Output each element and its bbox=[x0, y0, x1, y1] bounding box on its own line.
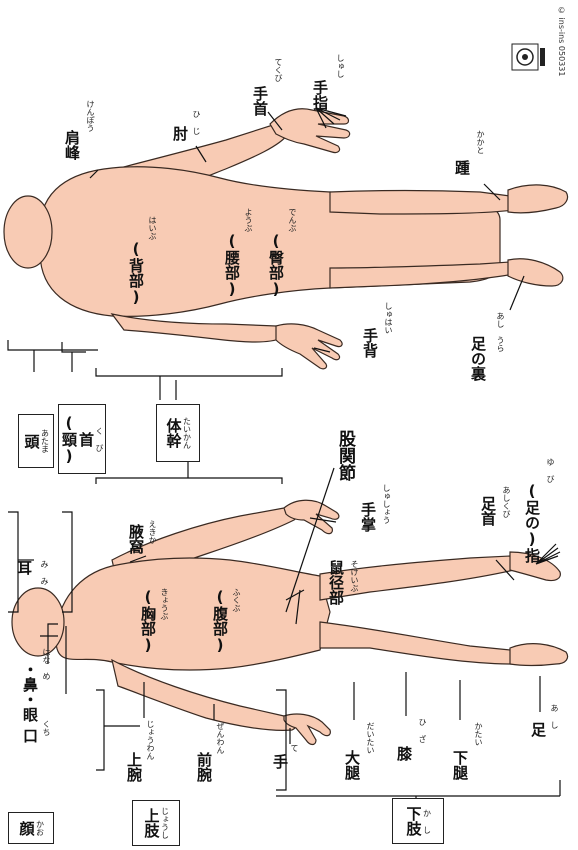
label-kubi-sub: (頸) bbox=[61, 414, 76, 465]
label-taikan: 体幹 bbox=[166, 418, 181, 448]
ins-ins-logo bbox=[512, 44, 545, 70]
category-box-taikan: たいかん 体幹 bbox=[156, 404, 200, 462]
category-box-joshi: じょうし 上肢 bbox=[132, 800, 180, 846]
front-body bbox=[12, 500, 568, 744]
back-hand-upper bbox=[270, 109, 350, 153]
back-leg-upper bbox=[330, 191, 519, 215]
category-box-kubi: く び 首 (頸) bbox=[58, 404, 106, 474]
label-joshi: 上肢 bbox=[144, 808, 159, 838]
label-kubi: 首 bbox=[78, 432, 93, 447]
front-head bbox=[12, 588, 64, 656]
front-arm-left bbox=[112, 660, 296, 730]
ruby-kashi: か し bbox=[423, 809, 431, 834]
back-foot-lower bbox=[508, 259, 563, 286]
label-kao: 顔 bbox=[19, 821, 34, 836]
back-arm-lower bbox=[112, 314, 286, 342]
front-foot-left bbox=[510, 644, 568, 666]
ruby-kao: かお bbox=[36, 820, 44, 836]
ruby-kubi: く び bbox=[95, 427, 103, 452]
front-torso bbox=[56, 558, 330, 670]
front-leg-left bbox=[320, 622, 519, 664]
category-box-kashi: か し 下肢 bbox=[392, 798, 444, 844]
label-kashi: 下肢 bbox=[406, 806, 421, 836]
ruby-taikan: たいかん bbox=[183, 417, 191, 449]
category-box-kao: かお 顔 bbox=[8, 812, 54, 844]
back-foot-upper bbox=[508, 185, 568, 213]
category-box-atama: あたま 頭 bbox=[18, 414, 54, 468]
back-head bbox=[4, 196, 52, 268]
label-atama: 頭 bbox=[24, 434, 39, 449]
back-hand-lower bbox=[276, 324, 342, 369]
ruby-joshi: じょうし bbox=[161, 807, 169, 839]
ruby-atama: あたま bbox=[41, 429, 49, 453]
front-hand-right bbox=[284, 500, 339, 533]
copyright-credit: © ins-ins 050331 bbox=[557, 6, 566, 76]
